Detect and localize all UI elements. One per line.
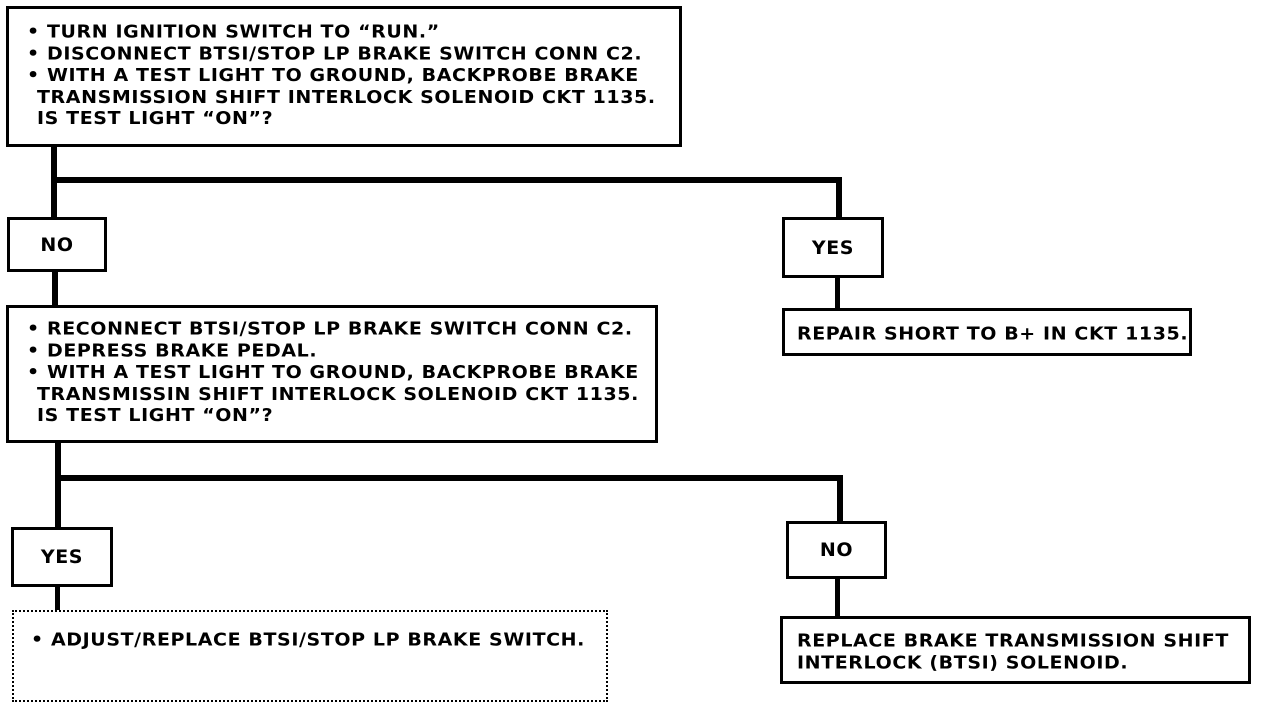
result2-no-line: INTERLOCK (BTSI) SOLENOID. [797,652,1129,673]
branch2-no-label: NO [819,539,854,561]
connector-branch1-horizontal [51,177,842,183]
step1-line: • WITH A TEST LIGHT TO GROUND, BACKPROBE… [27,65,639,86]
branch2-yes-label: YES [40,546,84,568]
branch1-yes-label-box: YES [782,217,884,278]
step1-box: • TURN IGNITION SWITCH TO “RUN.” • DISCO… [6,6,682,147]
connector-branch2-no-down [837,475,843,523]
step2-line: TRANSMISSIN SHIFT INTERLOCK SOLENOID CKT… [37,383,639,405]
step1-line: • DISCONNECT BTSI/STOP LP BRAKE SWITCH C… [27,43,643,64]
connector-no1-to-step2 [52,271,58,307]
result2-yes-box: • ADJUST/REPLACE BTSI/STOP LP BRAKE SWIT… [12,610,608,702]
step2-line: • DEPRESS BRAKE PEDAL. [27,340,318,361]
connector-yes1-to-result [835,277,840,310]
result1-yes-text: REPAIR SHORT TO B+ IN CKT 1135. [797,324,1189,345]
branch1-no-label: NO [40,233,74,256]
connector-no2-to-result [835,578,840,618]
branch2-yes-label-box: YES [11,527,113,587]
step1-line: TRANSMISSION SHIFT INTERLOCK SOLENOID CK… [37,86,656,108]
result2-no-line: REPLACE BRAKE TRANSMISSION SHIFT [797,631,1229,652]
step1-text: • TURN IGNITION SWITCH TO “RUN.” • DISCO… [27,22,656,130]
step1-line: • TURN IGNITION SWITCH TO “RUN.” [27,22,440,43]
step2-box: • RECONNECT BTSI/STOP LP BRAKE SWITCH CO… [6,305,658,443]
step2-text: • RECONNECT BTSI/STOP LP BRAKE SWITCH CO… [27,319,639,427]
step2-line: IS TEST LIGHT “ON”? [37,405,274,426]
connector-branch1-yes-down [836,177,842,219]
branch1-no-label-box: NO [7,217,107,272]
result2-no-text: REPLACE BRAKE TRANSMISSION SHIFT INTERLO… [797,631,1229,674]
step1-line: IS TEST LIGHT “ON”? [37,108,274,129]
connector-step2-down [55,441,61,527]
branch2-no-label-box: NO [786,521,887,579]
branch1-yes-label: YES [811,236,855,259]
connector-branch2-horizontal [55,475,843,481]
step2-line: • WITH A TEST LIGHT TO GROUND, BACKPROBE… [27,362,639,383]
connector-yes2-to-result [55,584,60,612]
step2-line: • RECONNECT BTSI/STOP LP BRAKE SWITCH CO… [27,319,633,340]
result1-yes-box: REPAIR SHORT TO B+ IN CKT 1135. [782,308,1192,356]
result2-no-box: REPLACE BRAKE TRANSMISSION SHIFT INTERLO… [780,616,1251,684]
result2-yes-text: • ADJUST/REPLACE BTSI/STOP LP BRAKE SWIT… [31,630,585,651]
